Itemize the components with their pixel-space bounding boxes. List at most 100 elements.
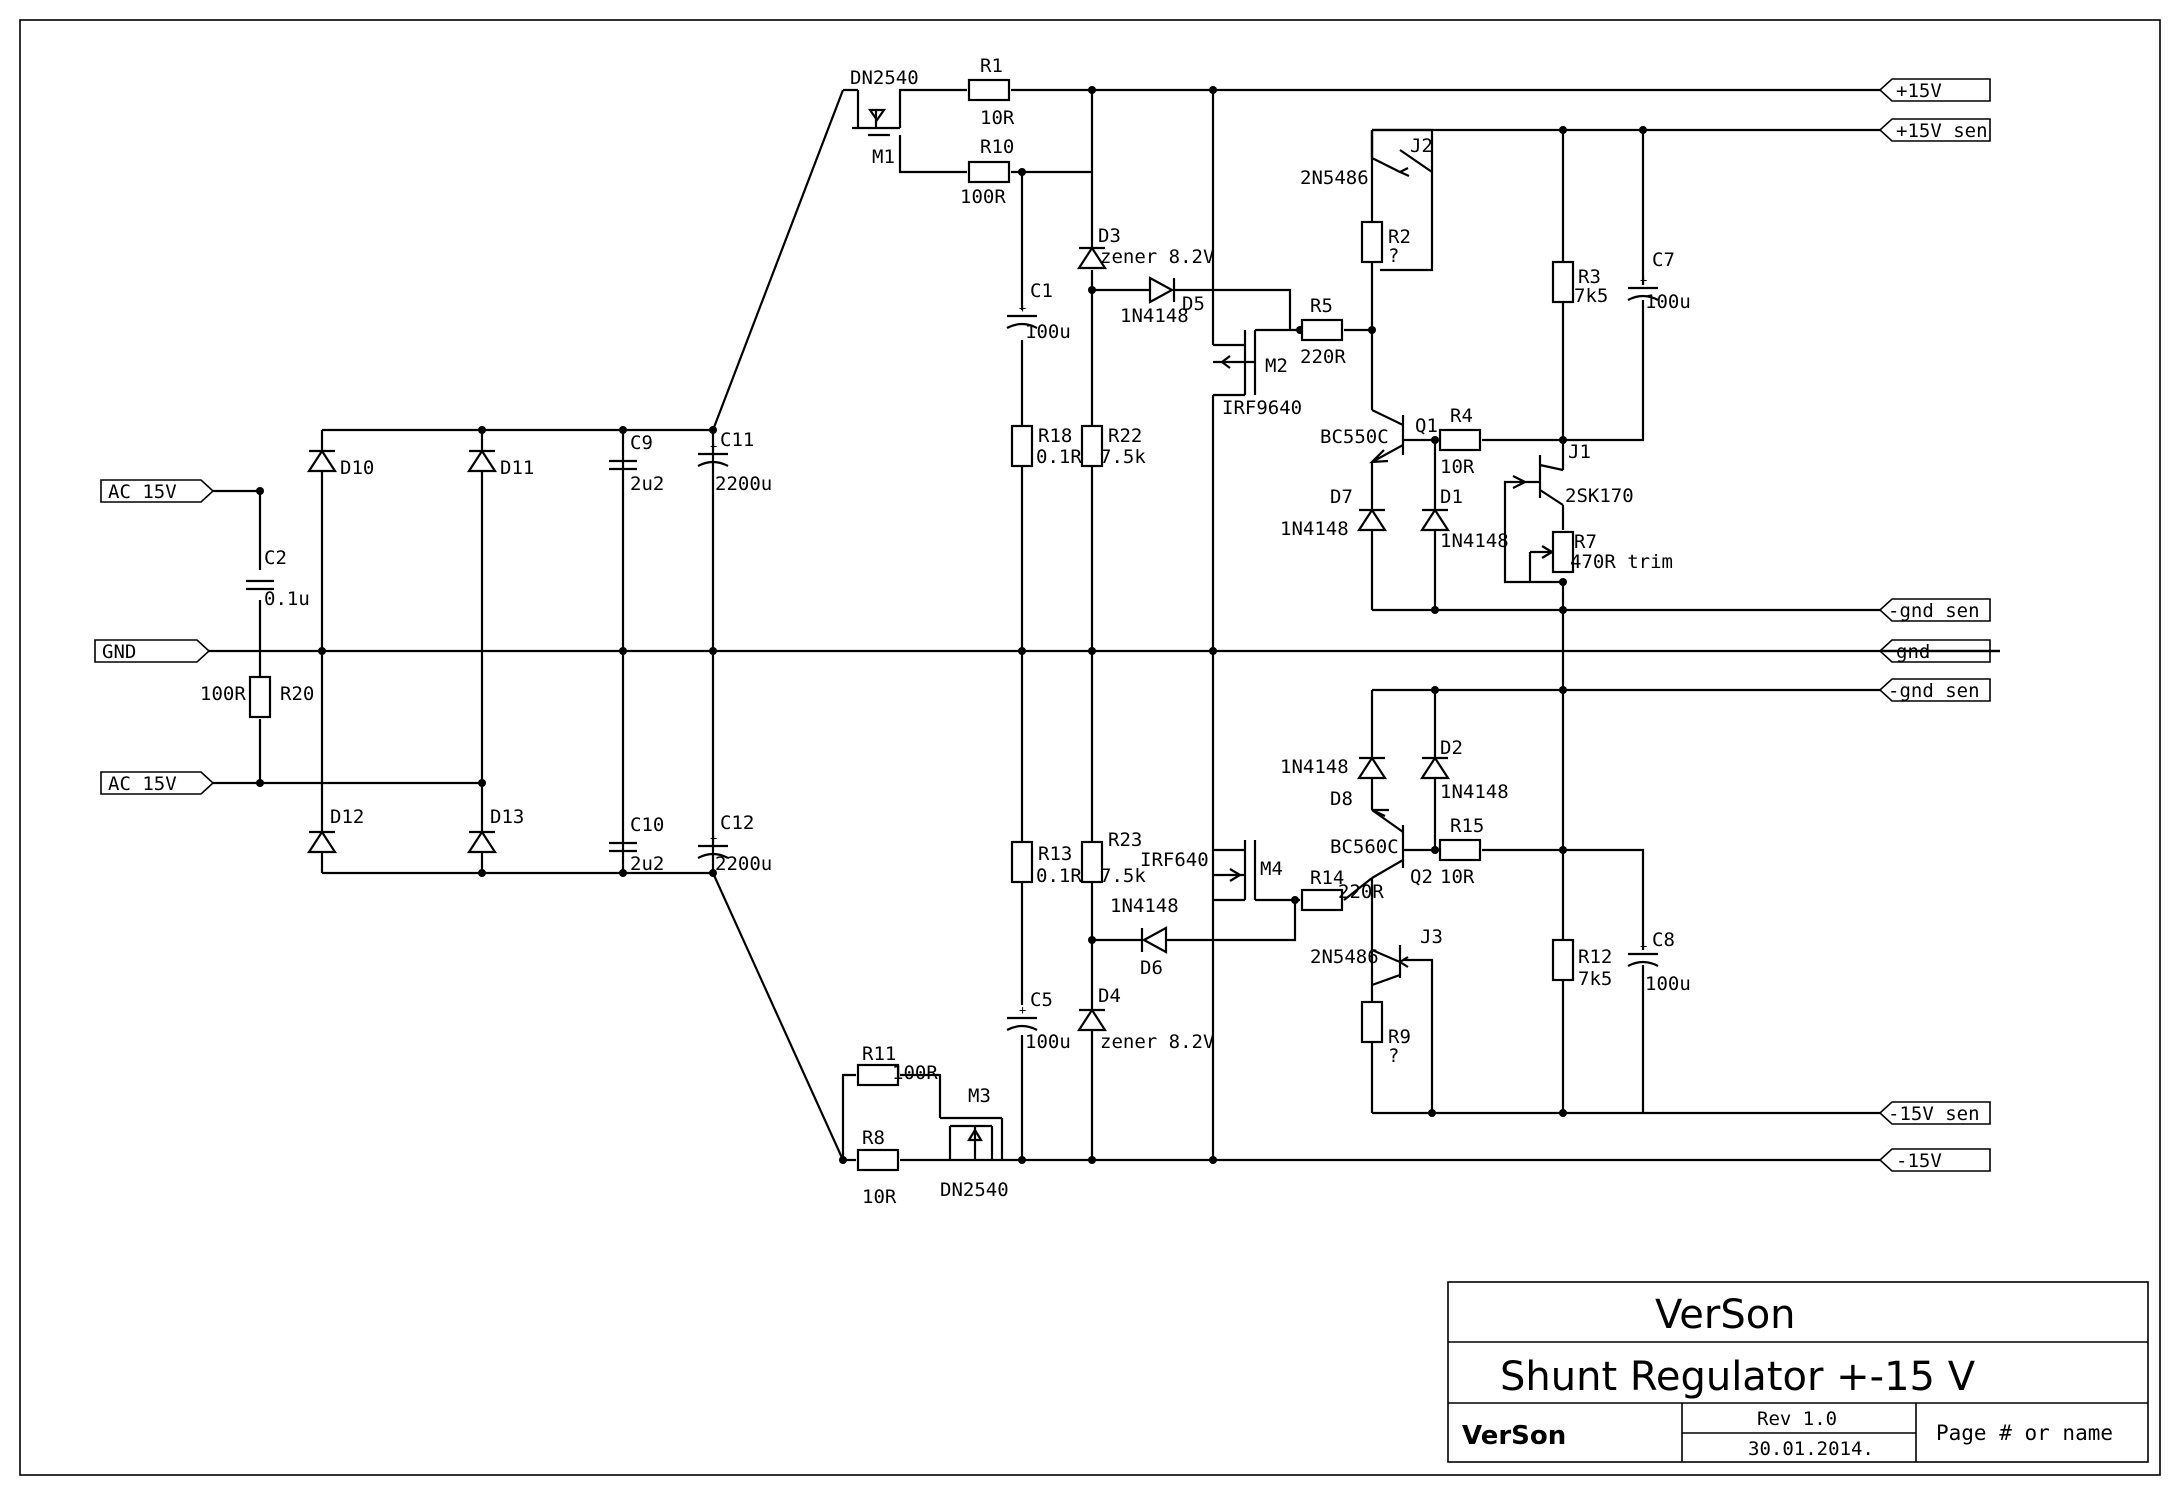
label-components-c8-value: 100u <box>1645 973 1691 995</box>
label-components-r1-value: 10R <box>980 107 1015 129</box>
r14-resistor <box>1300 888 1344 912</box>
d12-diode <box>307 830 337 854</box>
port-p15-sen: +15V sen <box>1878 118 1991 142</box>
label-components-r22-ref: R22 <box>1108 425 1142 447</box>
d11-diode <box>467 449 497 473</box>
label-components-j2-value: 2N5486 <box>1300 167 1369 189</box>
label-components-r7-value: 470R trim <box>1570 551 1673 573</box>
label-components-c2-value: 0.1u <box>264 588 310 610</box>
label-components-r2-ref: R2 <box>1388 226 1411 248</box>
label-components-d1-value: 1N4148 <box>1440 530 1509 552</box>
label-components-r18-ref: R18 <box>1038 425 1072 447</box>
label-components-r22-value: 7.5k <box>1100 446 1146 468</box>
label-components-d8-ref: D8 <box>1330 788 1353 810</box>
r13-resistor <box>1010 840 1034 884</box>
label-components-c8-ref: C8 <box>1652 929 1675 951</box>
label-components-r2-value: ? <box>1388 245 1399 267</box>
port-gnd-in: GND <box>94 639 211 663</box>
label-components-r14-ref: R14 <box>1310 867 1344 889</box>
label-components-c2-ref: C2 <box>264 547 287 569</box>
drawing-title: Shunt Regulator +-15 V <box>1500 1354 1976 1400</box>
label-components-r5-value: 220R <box>1300 346 1346 368</box>
r9-resistor <box>1360 1000 1384 1044</box>
label-components-d7-ref: D7 <box>1330 486 1353 508</box>
q1-transistor <box>1369 409 1435 464</box>
label-components-d2-value: 1N4148 <box>1440 781 1509 803</box>
label-components-m4-ref: M4 <box>1260 858 1283 880</box>
r7-trimmer <box>1528 530 1575 582</box>
label-components-q2-ref: Q2 <box>1410 866 1433 888</box>
label-components-d4-ref: D4 <box>1098 985 1121 1007</box>
revision: Rev 1.0 <box>1757 1408 1837 1430</box>
r2-resistor <box>1360 220 1384 264</box>
label-components-r13-ref: R13 <box>1038 843 1072 865</box>
label-components-r20-value: 100R <box>200 683 246 705</box>
label-components-d1-ref: D1 <box>1440 486 1463 508</box>
label-components-r1-ref: R1 <box>980 55 1003 77</box>
port-p15: +15V <box>1878 78 1991 102</box>
r15-resistor <box>1438 838 1482 862</box>
label-components-r7-ref: R7 <box>1574 531 1597 553</box>
label-components-r3-value: 7k5 <box>1574 285 1608 307</box>
d4-zener-diode <box>1077 1008 1107 1032</box>
label-components-d6-ref: D6 <box>1140 957 1163 979</box>
label-components-m1-ref: M1 <box>872 146 895 168</box>
label-components-c11-value: 2200u <box>715 473 772 495</box>
m1-mosfet <box>843 88 967 174</box>
label-components-r5-ref: R5 <box>1310 295 1333 317</box>
label-components-c12-ref: C12 <box>720 812 754 834</box>
label-components-c10-value: 2u2 <box>630 853 664 875</box>
q2-transistor <box>1371 808 1435 879</box>
r20-resistor <box>248 675 272 719</box>
label-components-r23-value: 7.5k <box>1100 865 1146 887</box>
m4-mosfet <box>1213 840 1300 902</box>
label-components-d5-value: 1N4148 <box>1120 305 1189 327</box>
label-components-m2-ref: M2 <box>1265 355 1288 377</box>
label-components-q1-value: BC550C <box>1320 426 1389 448</box>
label-components-r14-value: 220R <box>1338 881 1384 903</box>
label-components-r13-value: 0.1R <box>1036 865 1082 887</box>
date: 30.01.2014. <box>1748 1438 1874 1460</box>
d13-diode <box>467 830 497 854</box>
d5-diode <box>1148 276 1176 304</box>
label-components-q2-value: BC560C <box>1330 836 1399 858</box>
label-components-r20-ref: R20 <box>280 683 314 705</box>
d1-diode <box>1420 508 1450 532</box>
label-components-m2-value: IRF9640 <box>1222 397 1302 419</box>
d2-diode <box>1420 756 1450 780</box>
label-components-r18-value: 0.1R <box>1036 446 1082 468</box>
label-components-d13-ref: D13 <box>490 806 524 828</box>
label-components-r8-ref: R8 <box>862 1127 885 1149</box>
label-components-c7-ref: C7 <box>1652 249 1675 271</box>
label-components-d7-value: 1N4148 <box>1280 518 1349 540</box>
label-components-d2-ref: D2 <box>1440 737 1463 759</box>
label-components-r4-ref: R4 <box>1450 405 1473 427</box>
label-components-j1-ref: J1 <box>1568 441 1591 463</box>
j3-jfet <box>1371 945 1409 987</box>
label-components-d11-ref: D11 <box>500 457 534 479</box>
label-components-m3-value: DN2540 <box>940 1179 1009 1201</box>
label-components-c9-value: 2u2 <box>630 473 664 495</box>
label-ports-ac_bottom: AC 15V <box>108 773 177 795</box>
label-components-j3-value: 2N5486 <box>1310 946 1379 968</box>
port-m15-sen: -15V sen <box>1878 1101 1991 1125</box>
label-components-d3-ref: D3 <box>1098 225 1121 247</box>
label-components-c1-ref: C1 <box>1030 280 1053 302</box>
label-ports-gnd_sen_bottom: -gnd sen <box>1888 680 1980 702</box>
r12-resistor <box>1551 938 1575 982</box>
label-components-m1-value: DN2540 <box>850 67 919 89</box>
label-components-r9-value: ? <box>1388 1045 1399 1067</box>
d6-diode <box>1140 926 1168 954</box>
label-ports-p15_sen: +15V sen <box>1896 120 1988 142</box>
m2-mosfet <box>1211 90 1300 1160</box>
d10-diode <box>307 449 337 473</box>
r1-resistor <box>967 78 1011 102</box>
label-components-j1-value: 2SK170 <box>1565 485 1634 507</box>
label-components-c5-ref: C5 <box>1030 989 1053 1011</box>
label-components-r12-value: 7k5 <box>1578 968 1612 990</box>
label-components-r10-value: 100R <box>960 186 1006 208</box>
label-components-r15-value: 10R <box>1440 866 1475 888</box>
port-ac-bottom: AC 15V <box>100 771 215 795</box>
label-components-c12-value: 2200u <box>715 853 772 875</box>
r4-resistor <box>1438 428 1482 452</box>
